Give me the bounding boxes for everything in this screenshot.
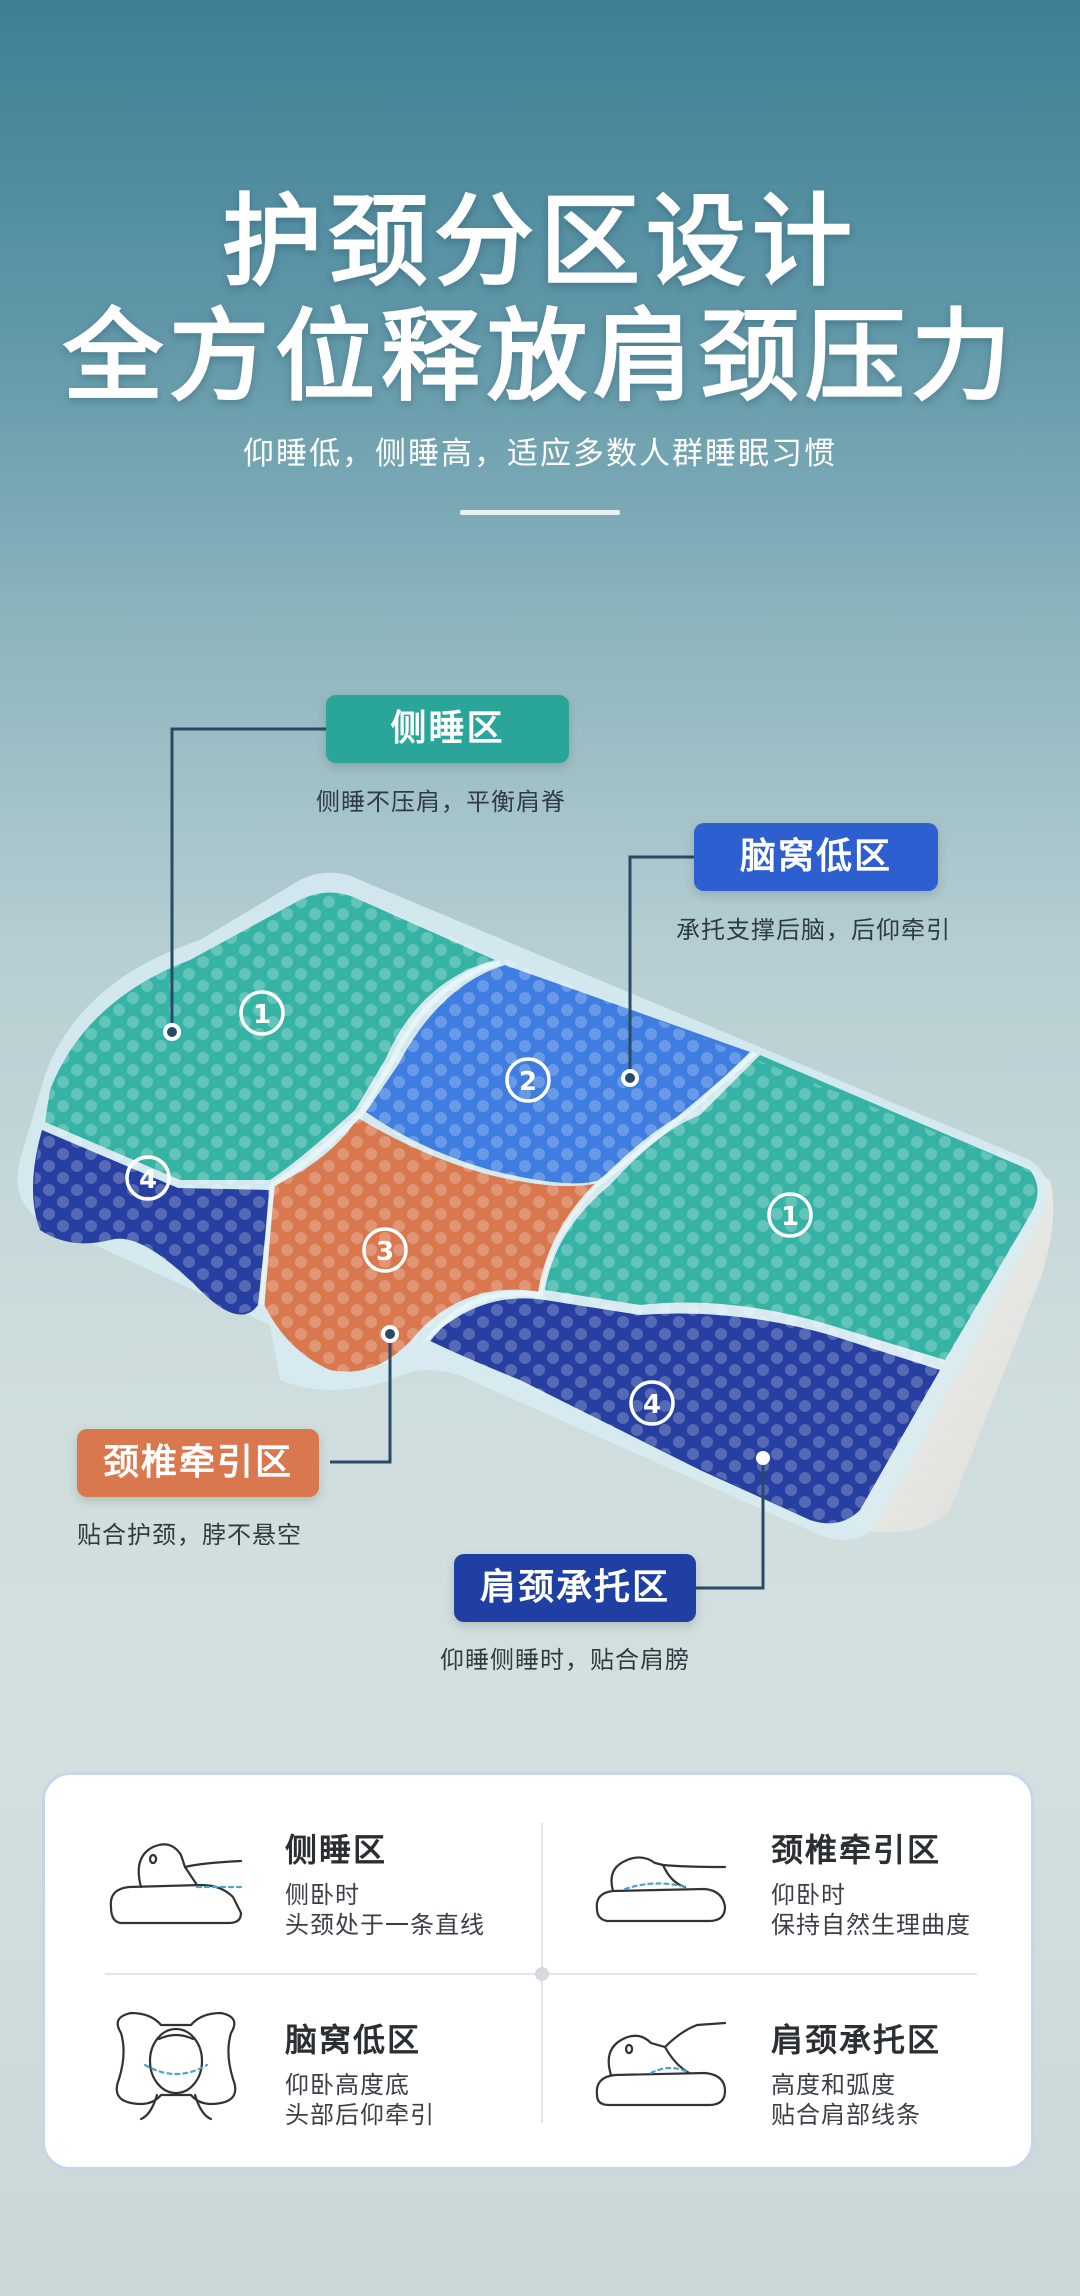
head-back-icon xyxy=(115,2011,237,2121)
zone-number-3: 3 xyxy=(376,1237,394,1267)
side-sleep-icon xyxy=(109,1843,243,1925)
card-cell1-title: 侧睡区 xyxy=(285,1831,388,1869)
desc-shoulder-zone: 仰睡侧睡时，贴合肩膀 xyxy=(440,1646,690,1674)
card-cell2-line1: 仰卧时 xyxy=(771,1881,846,1909)
card-cell1-line1: 侧卧时 xyxy=(285,1881,360,1909)
page-title-line1: 护颈分区设计 xyxy=(222,183,858,300)
zone-number-2: 2 xyxy=(519,1067,537,1097)
title-divider xyxy=(460,510,620,515)
card-cell3-line1: 仰卧高度底 xyxy=(285,2071,410,2099)
card-cell3-title: 脑窝低区 xyxy=(285,2021,422,2059)
card-divider-dot xyxy=(535,1967,549,1981)
zone-number-3-ring xyxy=(362,1227,408,1273)
card-cell2-title: 颈椎牵引区 xyxy=(771,1831,942,1869)
card-cell1-line2: 头颈处于一条直线 xyxy=(285,1911,485,1939)
zone-number-2-ring xyxy=(505,1057,551,1103)
card-cell4-line2: 贴合肩部线条 xyxy=(771,2101,921,2129)
page-subtitle: 仰睡低，侧睡高，适应多数人群睡眠习惯 xyxy=(243,436,837,472)
card-cell2-line2: 保持自然生理曲度 xyxy=(771,1911,971,1939)
shoulder-support-icon xyxy=(595,2021,727,2107)
tag-side-zone: 侧睡区 xyxy=(326,695,569,763)
desc-cervical-zone: 贴合护颈，脖不悬空 xyxy=(77,1521,302,1549)
desc-occipital-zone: 承托支撑后脑，后仰牵引 xyxy=(676,916,951,944)
zone-number-4a: 4 xyxy=(139,1165,157,1195)
zone-number-1a-ring xyxy=(239,990,285,1036)
tag-cervical-zone: 颈椎牵引区 xyxy=(77,1429,319,1497)
zone-summary-card: 侧睡区 侧卧时 头颈处于一条直线 颈椎牵引区 仰卧时 保持自然生理曲度 脑窝低区… xyxy=(42,1772,1034,2170)
zone-number-1b: 1 xyxy=(781,1202,799,1232)
zone-number-4b-ring xyxy=(629,1380,675,1426)
card-cell3-line2: 头部后仰牵引 xyxy=(285,2101,435,2129)
zone-number-4a-ring xyxy=(125,1155,171,1201)
tag-occipital-zone: 脑窝低区 xyxy=(694,823,938,891)
desc-side-zone: 侧睡不压肩，平衡肩脊 xyxy=(316,788,566,816)
tag-shoulder-zone: 肩颈承托区 xyxy=(454,1554,696,1622)
zone-number-4b: 4 xyxy=(643,1390,661,1420)
page-title-line2: 全方位释放肩颈压力 xyxy=(63,298,1017,415)
card-cell4-title: 肩颈承托区 xyxy=(771,2021,942,2059)
pillow-illustration: 1 2 1 3 4 4 xyxy=(17,872,1054,1540)
zone-number-1b-ring xyxy=(767,1192,813,1238)
zone-number-1a: 1 xyxy=(253,1000,271,1030)
card-cell4-line1: 高度和弧度 xyxy=(771,2071,896,2099)
supine-neck-icon xyxy=(595,1856,727,1923)
